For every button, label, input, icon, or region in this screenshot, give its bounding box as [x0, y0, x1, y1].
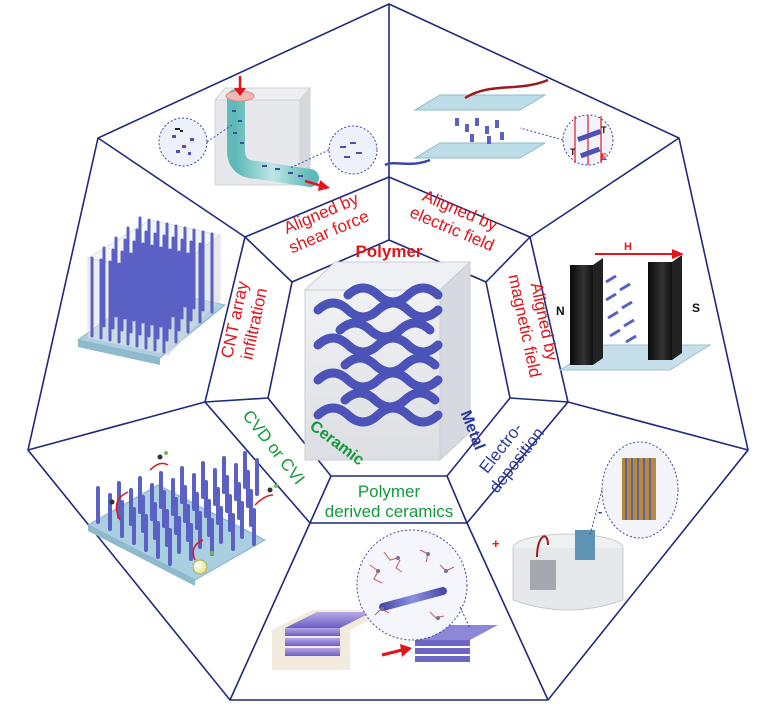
magnetic-field-illustration: H N S — [556, 241, 712, 371]
svg-text:H: H — [624, 241, 632, 253]
pdc-illustration — [272, 529, 498, 670]
method-cnt-label: CNT array infiltration — [217, 279, 271, 361]
svg-text:+: + — [492, 536, 500, 551]
electrodeposition-illustration: + - — [492, 441, 679, 611]
svg-text:E: E — [601, 152, 607, 162]
polymer-label: Polymer — [355, 242, 422, 261]
cvd-illustration — [86, 451, 278, 586]
cnt-illustration — [76, 216, 227, 365]
svg-text:T: T — [570, 147, 576, 157]
center-composite-cube — [303, 260, 472, 462]
section-dividers — [27, 4, 749, 701]
inner-ring — [204, 176, 569, 524]
method-magnetic-label: Aligned by magnetic field — [504, 272, 561, 379]
svg-text:S: S — [692, 301, 700, 315]
svg-text:Polymer: Polymer — [358, 482, 421, 501]
shear-force-illustration — [158, 76, 378, 191]
svg-text:N: N — [556, 304, 565, 318]
svg-text:derived ceramics: derived ceramics — [325, 502, 454, 521]
svg-text:-: - — [598, 504, 602, 519]
electric-field-illustration: T T E — [384, 78, 614, 167]
svg-text:T: T — [601, 125, 607, 135]
method-pdc-label: Polymer derived ceramics — [325, 482, 454, 521]
outer-heptagon — [27, 3, 749, 701]
method-electrodeposition-label: Electro- deposition — [475, 419, 548, 497]
